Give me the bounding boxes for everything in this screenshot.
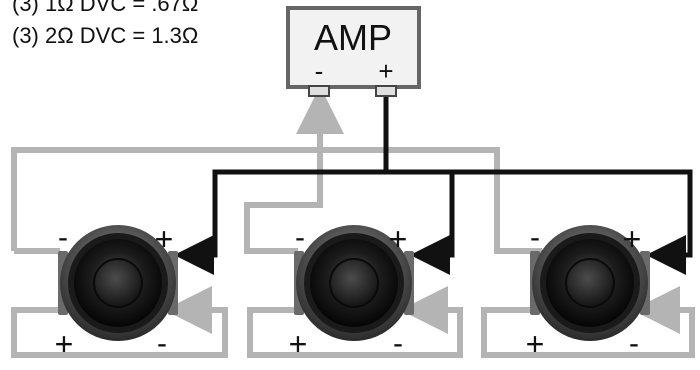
left-speaker-coil-link <box>11 286 228 358</box>
speaker-center-bottom-pos: + <box>289 326 308 362</box>
amp-label: AMP <box>314 17 392 58</box>
speaker-right-bottom-neg: - <box>629 327 639 360</box>
speaker-center-top-neg: - <box>295 221 305 254</box>
amp-neg-label: - <box>315 56 324 86</box>
negative-wiring <box>11 86 695 358</box>
speaker-left-top-pos: + <box>155 221 174 257</box>
speaker-left-bottom-neg: - <box>157 327 167 360</box>
wiring-notes: (3) 1Ω DVC = .67Ω (3) 2Ω DVC = 1.3Ω <box>12 0 198 52</box>
amp-pos-label: + <box>378 56 393 86</box>
speaker-left-bottom-pos: + <box>55 326 74 362</box>
speaker-right-bottom-pos: + <box>526 326 545 362</box>
negative-bus-wire <box>11 94 542 254</box>
note-1ohm: (3) 1Ω DVC = .67Ω <box>12 0 199 16</box>
amplifier: AMP - + <box>286 6 421 97</box>
speaker-center-bottom-neg: - <box>393 327 403 360</box>
amp-box <box>286 6 421 89</box>
positive-wiring <box>174 94 693 275</box>
speaker-left-top-neg: - <box>58 221 68 254</box>
speaker-right-top-pos: + <box>623 221 642 257</box>
speaker-center: - + + - <box>289 221 414 362</box>
note-2ohm: (3) 2Ω DVC = 1.3Ω <box>12 23 199 48</box>
right-speaker-coil-link <box>481 286 695 358</box>
amp-pos-terminal <box>375 85 397 97</box>
center-speaker-coil-link <box>247 286 463 358</box>
speaker-left: - + + - <box>55 221 178 362</box>
speaker-right-top-neg: - <box>530 221 540 254</box>
amp-neg-terminal <box>308 85 330 97</box>
speaker-center-top-pos: + <box>389 221 408 257</box>
speaker-right: - + + - <box>526 221 650 362</box>
